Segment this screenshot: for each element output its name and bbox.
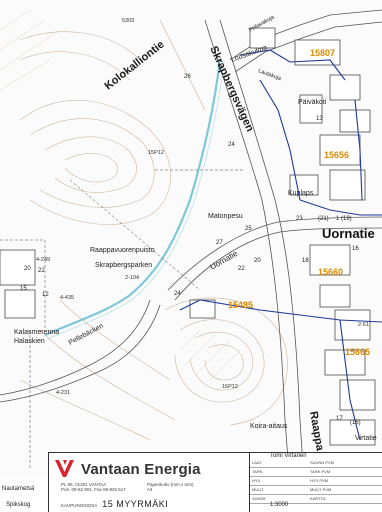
- place-label-halaskien: Halaskien: [14, 338, 45, 345]
- paper-size-value: A4: [147, 487, 153, 492]
- buildings: [0, 27, 376, 446]
- place-label-skrapbergsparken: Skrapbergsparken: [95, 262, 152, 269]
- plot-code: 5303: [122, 18, 134, 24]
- house-number: 13: [316, 116, 323, 122]
- info-cell: HYV.HYV PVM: [250, 477, 382, 486]
- street-label-lautakuja: Lautakuja: [257, 68, 282, 82]
- place-label-matonpesu: Matonpesu: [208, 213, 243, 220]
- title-block: Vantaan Energia PL 95, 01301 VANTAA Puh.…: [48, 452, 382, 512]
- place-label-nautametsa: Nautametsä: [2, 486, 35, 492]
- stream-bank: [47, 61, 225, 340]
- vantaan-energia-logo-icon: [55, 460, 74, 477]
- house-number: 24: [174, 291, 181, 297]
- place-label-kalasmerenna: Kalasmerenna: [14, 329, 59, 336]
- plot-code: 4-435: [60, 295, 74, 301]
- district-label: KAUPUNGINOSA: [61, 503, 98, 508]
- plot-number: 15485: [228, 300, 253, 310]
- street-label-raappa: Raappa: [307, 410, 326, 452]
- paper-size-label: Paperikoko (mm x mm): [147, 482, 194, 487]
- company-logo: Vantaan Energia: [53, 457, 203, 481]
- house-number: (15): [350, 420, 361, 426]
- district-row: KAUPUNGINOSA 15 MYYRMÄKI: [61, 499, 168, 509]
- house-number: 22: [238, 266, 245, 272]
- info-cell: TARK.TARK PVM: [250, 468, 382, 477]
- house-number: 26: [184, 74, 191, 80]
- street-label-pellebacken: Pellebäcken: [68, 323, 105, 347]
- rock-area: [0, 9, 241, 381]
- place-label-kuplaps: Kuplaps: [288, 190, 314, 197]
- drawing-info-cells: Tomi Virtanen LAAT.SUUNN PVM TARK.TARK P…: [249, 453, 382, 512]
- place-label-spikskog: Spikskog: [6, 502, 31, 508]
- plan-code: 15P12: [148, 150, 164, 156]
- house-number: 1 (19): [336, 216, 352, 222]
- left-strip: Nautametsä Spikskog: [0, 478, 48, 512]
- house-number: 20: [254, 258, 261, 264]
- plot-code: 4-249: [36, 257, 50, 263]
- house-number: 25: [245, 226, 252, 232]
- house-number: 24: [228, 142, 235, 148]
- street-label-kolokalliontie: Kolokalliontie: [102, 39, 166, 93]
- address-line: Puh. 09-82 901, Fax 09-826 517: [61, 487, 126, 492]
- boundary-lines: [0, 169, 245, 470]
- plot-number: 15665: [345, 347, 370, 357]
- house-number: 16: [352, 246, 359, 252]
- house-number: 22: [38, 268, 45, 274]
- plot-code: 2-104: [125, 275, 139, 281]
- house-number: 17: [336, 416, 343, 422]
- paper-size-info: Paperikoko (mm x mm) A4: [147, 482, 194, 492]
- scale-value: 1:3000: [270, 502, 289, 508]
- house-number: 12: [42, 292, 49, 298]
- cable-lines: [179, 49, 382, 441]
- street-label-virtatie: Virtatie: [355, 435, 377, 442]
- company-address: PL 95, 01301 VANTAA Puh. 09-82 901, Fax …: [61, 482, 126, 492]
- district-value: 15 MYYRMÄKI: [102, 499, 169, 509]
- place-label-paivakoti: Päiväkoti: [298, 99, 327, 106]
- plot-number: 15656: [324, 150, 349, 160]
- place-label-raappavuorenpuisto: Raappavuorenpuisto: [90, 247, 155, 254]
- house-number: 15: [20, 286, 27, 292]
- plot-code: 2-61: [358, 322, 369, 328]
- terrain-contours: [19, 19, 288, 441]
- house-numbers: 26 24 27 25 22 20 24 16 18 (21) 1 (19) 2…: [20, 74, 361, 426]
- plot-number: 15807: [310, 48, 335, 58]
- house-number: 20: [24, 266, 31, 272]
- company-name: Vantaan Energia: [81, 461, 201, 478]
- plot-code: 4-231: [56, 390, 70, 396]
- info-cell: LAAT.SUUNN PVM: [250, 459, 382, 468]
- place-label-koira-aitaus: Koira-aitaus: [250, 423, 288, 430]
- address-line: PL 95, 01301 VANTAA: [61, 482, 107, 487]
- house-number: 18: [302, 258, 309, 264]
- house-number: 23: [296, 216, 303, 222]
- info-cell: MUUT.MUUT PVM: [250, 486, 382, 495]
- author-name: Tomi Virtanen: [270, 453, 307, 459]
- street-label-uornatie: Uornatie: [322, 226, 375, 241]
- plan-code: 15P12: [222, 384, 238, 390]
- house-number: (21): [318, 216, 329, 222]
- plot-number: 15660: [318, 267, 343, 277]
- stream: [44, 59, 222, 337]
- house-number: 27: [216, 240, 223, 246]
